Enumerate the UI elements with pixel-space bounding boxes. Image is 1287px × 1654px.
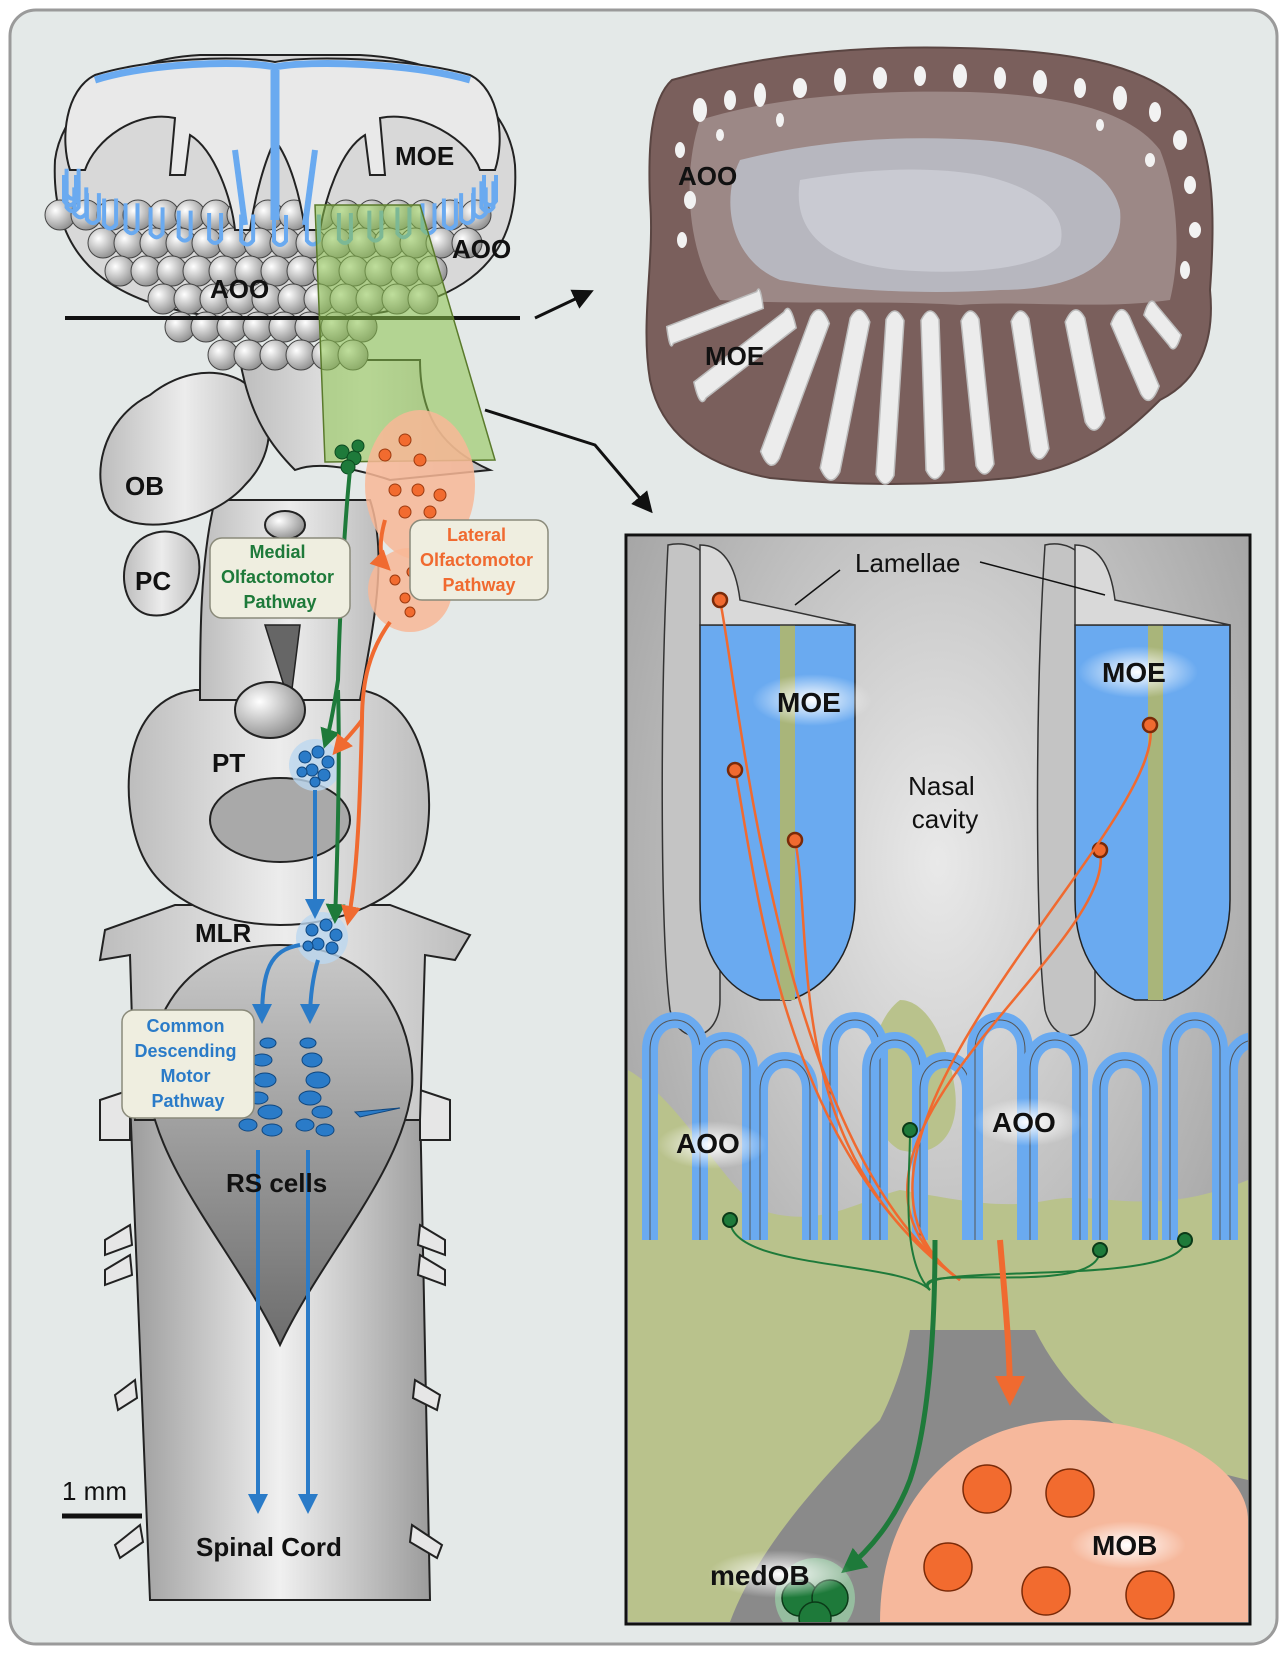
label-pc: PC xyxy=(135,566,171,596)
label-spinal-cord: Spinal Cord xyxy=(196,1532,342,1562)
common-pathway-box: Common Descending Motor Pathway xyxy=(122,1010,254,1118)
detail-label-aoo-right: AOO xyxy=(992,1107,1056,1138)
detail-label-aoo-left: AOO xyxy=(676,1128,740,1159)
detail-label-moe-right: MOE xyxy=(1102,657,1166,688)
lateral-pathway-line-2: Olfactomotor xyxy=(420,550,533,570)
label-mlr: MLR xyxy=(195,918,252,948)
common-pathway-line-2: Descending xyxy=(134,1041,236,1061)
detail-label-medob: medOB xyxy=(710,1560,810,1591)
lateral-pathway-line-3: Pathway xyxy=(442,575,515,595)
detail-panel: Lamellae MOE MOE Nasal cavity AOO AOO me… xyxy=(626,535,1280,1638)
scale-bar-label: 1 mm xyxy=(62,1476,127,1506)
detail-label-moe-left: MOE xyxy=(777,687,841,718)
detail-label-nasal: Nasal xyxy=(908,771,974,801)
label-aoo-right: AOO xyxy=(452,234,511,264)
label-ob: OB xyxy=(125,471,164,501)
detail-label-cavity: cavity xyxy=(912,804,978,834)
label-pt: PT xyxy=(212,748,245,778)
common-pathway-line-1: Common xyxy=(146,1016,224,1036)
detail-label-lamellae: Lamellae xyxy=(855,548,961,578)
lateral-pathway-box: Lateral Olfactomotor Pathway xyxy=(410,520,548,600)
label-rs-cells: RS cells xyxy=(226,1168,327,1198)
common-pathway-line-4: Pathway xyxy=(151,1091,224,1111)
medial-pathway-line-3: Pathway xyxy=(243,592,316,612)
label-aoo-left: AOO xyxy=(210,274,269,304)
section-label-moe: MOE xyxy=(705,341,764,371)
medial-pathway-box: Medial Olfactomotor Pathway xyxy=(210,538,350,618)
common-pathway-line-3: Motor xyxy=(161,1066,211,1086)
lateral-pathway-line-1: Lateral xyxy=(447,525,506,545)
medial-pathway-line-2: Olfactomotor xyxy=(221,567,334,587)
tectum-depression xyxy=(210,778,350,862)
medial-pathway-line-1: Medial xyxy=(249,542,305,562)
detail-label-mob: MOB xyxy=(1092,1530,1157,1561)
section-label-aoo: AOO xyxy=(678,161,737,191)
cross-section: AOO MOE xyxy=(646,47,1212,484)
label-moe: MOE xyxy=(395,141,454,171)
